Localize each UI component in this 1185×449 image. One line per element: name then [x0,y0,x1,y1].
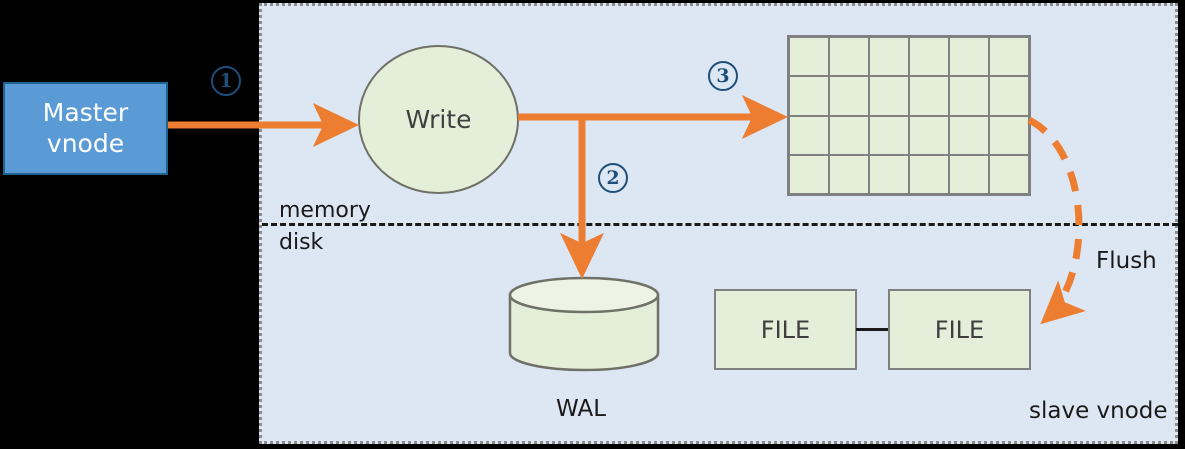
memtable-cell [909,37,949,77]
memtable-cell [989,37,1029,77]
file-box[interactable]: FILE [888,289,1031,370]
file-connector-line [856,328,889,331]
memtable-cell [949,154,989,194]
memtable-cell [789,154,829,194]
master-vnode-box[interactable]: Master vnode [3,82,168,175]
write-node[interactable]: Write [358,45,519,194]
memtable-cell [829,154,869,194]
memtable-cell [909,154,949,194]
memtable-cell [789,76,829,116]
memtable-cell [949,37,989,77]
file-box[interactable]: FILE [714,289,857,370]
memtable-cell [869,37,909,77]
memtable-cell [869,76,909,116]
step-number-3: 3 [708,61,738,91]
slave-vnode-label: slave vnode [1029,398,1168,424]
wal-label: WAL [556,396,607,422]
memtable-cell [949,76,989,116]
memtable-cell [789,37,829,77]
step-number-2: 2 [598,163,628,193]
memtable-cell [949,115,989,155]
memtable-cell [989,154,1029,194]
file-box-label: FILE [760,315,811,344]
wal-cylinder[interactable] [508,276,660,372]
file-box-label: FILE [934,315,985,344]
step-number-3-text: 3 [716,64,730,87]
memtable-cell [829,76,869,116]
memtable-cell [789,115,829,155]
master-vnode-label-line1: Master [42,98,129,127]
memtable-cell [829,37,869,77]
flush-label: Flush [1096,248,1157,274]
memtable-cell [909,76,949,116]
memtable-cell [989,76,1029,116]
master-vnode-label-line2: vnode [46,128,125,158]
step-number-1-text: 1 [219,69,233,92]
memtable-cell [869,154,909,194]
memtable-grid [787,35,1031,196]
memtable-cell [909,115,949,155]
step-number-1: 1 [211,66,241,96]
wal-cylinder-shape [508,276,660,372]
step-number-2-text: 2 [606,166,620,189]
memtable-cell [829,115,869,155]
write-node-label: Write [405,105,472,134]
memory-band-label: memory [279,198,371,223]
disk-band-label: disk [279,230,324,255]
memtable-cell [869,115,909,155]
memtable-cell [989,115,1029,155]
memory-disk-divider [262,223,1178,226]
